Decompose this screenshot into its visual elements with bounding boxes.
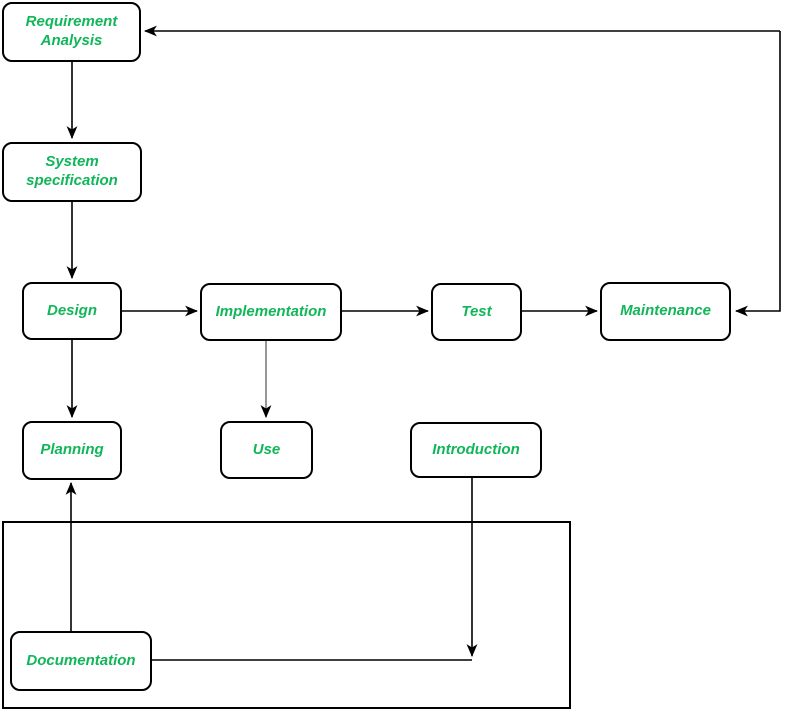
node-system-specification: System specification: [2, 142, 142, 202]
node-implementation: Implementation: [200, 283, 342, 341]
edge-feedback-to-maintenance: [734, 31, 781, 317]
documentation-container-rect: [2, 521, 571, 709]
node-use-label: Use: [252, 440, 281, 458]
node-maintenance: Maintenance: [600, 282, 731, 341]
node-maintenance-label: Maintenance: [620, 302, 711, 320]
node-use: Use: [220, 421, 313, 479]
node-design: Design: [22, 282, 122, 340]
node-test-label: Test: [461, 302, 492, 320]
node-test: Test: [431, 283, 522, 341]
node-documentation: Documentation: [10, 631, 152, 691]
node-design-label: Design: [46, 301, 97, 319]
node-planning: Planning: [22, 421, 122, 480]
node-implementation-label: Implementation: [215, 302, 327, 320]
node-documentation-label: Documentation: [26, 651, 136, 669]
node-introduction: Introduction: [410, 422, 542, 478]
node-introduction-label: Introduction: [432, 440, 520, 458]
node-system-specification-label: System specification: [26, 153, 118, 189]
node-requirement-analysis-label: Requirement Analysis: [25, 13, 118, 49]
node-planning-label: Planning: [40, 441, 104, 459]
node-requirement-analysis: Requirement Analysis: [2, 2, 141, 62]
